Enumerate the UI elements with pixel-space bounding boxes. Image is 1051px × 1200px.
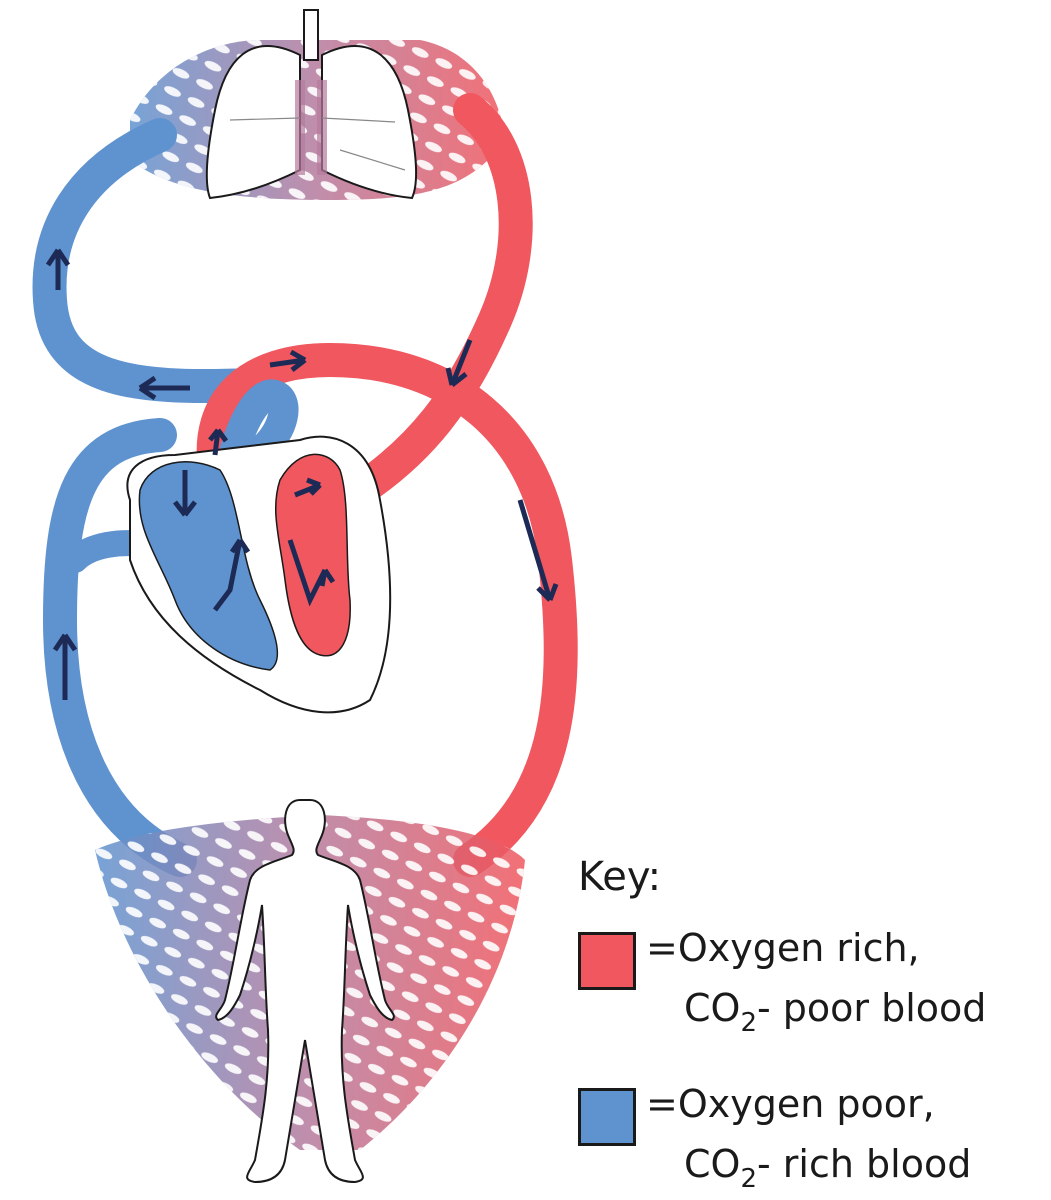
legend-suffix-text: - poor blood xyxy=(757,986,987,1030)
legend-item-oxygen-rich: =Oxygen rich, CO2- poor blood xyxy=(576,908,1046,1058)
flow-arrow-icon xyxy=(173,470,197,517)
flow-arrow-icon xyxy=(294,477,322,498)
flow-arrow-icon xyxy=(52,633,78,700)
pulmonary-vein xyxy=(343,93,533,507)
aorta xyxy=(196,342,578,877)
legend-title: Key: xyxy=(578,854,662,900)
legend-text: =Oxygen rich, CO2- poor blood xyxy=(646,918,986,1053)
legend-line-1: =Oxygen poor, xyxy=(646,1082,935,1126)
legend-text: =Oxygen poor, CO2- rich blood xyxy=(646,1074,971,1200)
lungs-icon xyxy=(205,9,418,200)
legend-subscript: 2 xyxy=(740,1008,757,1038)
legend-line-2: CO2- poor blood xyxy=(646,978,986,1053)
legend-item-oxygen-poor: =Oxygen poor, CO2- rich blood xyxy=(576,1064,1046,1200)
flow-arrow-icon xyxy=(269,349,307,372)
legend-suffix-text: - rich blood xyxy=(757,1142,972,1186)
flow-arrow-icon xyxy=(138,375,190,401)
legend-co-text: CO xyxy=(684,1142,741,1186)
flow-arrows xyxy=(45,248,559,700)
flow-arrow-icon xyxy=(445,339,473,387)
flow-arrow-icon xyxy=(208,428,229,456)
flow-arrow-icon xyxy=(45,248,71,290)
vena-cava xyxy=(42,418,197,877)
legend: Key: =Oxygen rich, CO2- poor blood =Oxyg… xyxy=(576,852,1046,1200)
human-body-icon xyxy=(215,799,395,1184)
flow-arrow-icon xyxy=(517,499,559,602)
legend-swatch-red xyxy=(578,932,636,990)
legend-swatch-blue xyxy=(578,1088,636,1146)
legend-subscript: 2 xyxy=(740,1164,757,1194)
flow-arrow-icon xyxy=(213,538,251,612)
right-outflow xyxy=(215,379,299,485)
heart-icon xyxy=(126,435,392,714)
legend-co-text: CO xyxy=(684,986,741,1030)
legend-line-1: =Oxygen rich, xyxy=(646,926,920,970)
pulmonary-artery xyxy=(32,118,267,404)
legend-line-2: CO2- rich blood xyxy=(646,1134,971,1200)
flow-arrow-icon xyxy=(287,539,336,607)
